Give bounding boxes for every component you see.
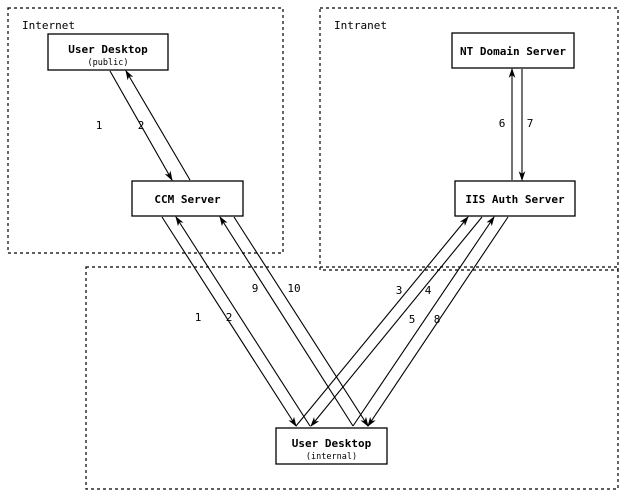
zone-internet-label: Internet xyxy=(22,19,75,32)
zone-intranet-boundary xyxy=(319,7,619,271)
edge-label-4: 4 xyxy=(425,284,432,297)
edge-5-internal-to-iis xyxy=(352,216,495,427)
edge-label-6: 6 xyxy=(499,117,506,130)
node-user-desktop-internal-box[interactable] xyxy=(275,427,388,465)
edge-4-iis-to-internal xyxy=(310,216,483,427)
edge-label-2-public: 2 xyxy=(138,119,145,132)
zone-group: Internet Intranet xyxy=(7,7,619,490)
zone-intranet-label: Intranet xyxy=(334,19,387,32)
node-user-desktop-public-sublabel: (public) xyxy=(88,58,129,68)
edge-label-9: 9 xyxy=(252,282,259,295)
node-ccm-server-label: CCM Server xyxy=(154,193,221,206)
edge-label-group: 1 2 6 7 9 10 1 2 3 4 5 8 xyxy=(96,117,534,326)
edge-3-internal-to-iis xyxy=(295,216,469,427)
edge-1-public-to-ccm xyxy=(109,70,173,181)
edge-label-3: 3 xyxy=(396,284,403,297)
edge-2-internal-to-ccm xyxy=(175,216,311,427)
node-user-desktop-public-label: User Desktop xyxy=(68,43,148,56)
edge-label-1-internal: 1 xyxy=(195,311,202,324)
edge-10-ccm-to-internal xyxy=(233,216,369,427)
node-iis-auth-server-box[interactable] xyxy=(454,180,576,217)
node-iis-auth-server[interactable]: IIS Auth Server xyxy=(454,180,576,217)
node-ccm-server-box[interactable] xyxy=(131,180,244,217)
edge-label-7: 7 xyxy=(527,117,534,130)
node-nt-domain-server[interactable]: NT Domain Server xyxy=(451,32,575,69)
edge-label-2-internal: 2 xyxy=(226,311,233,324)
node-user-desktop-public-box[interactable] xyxy=(47,33,169,71)
node-iis-auth-server-label: IIS Auth Server xyxy=(465,193,565,206)
node-user-desktop-internal[interactable]: User Desktop (internal) xyxy=(275,427,388,465)
edge-label-8: 8 xyxy=(434,313,441,326)
edge-group xyxy=(109,67,526,427)
node-nt-domain-server-label: NT Domain Server xyxy=(460,45,566,58)
edge-label-5: 5 xyxy=(409,313,416,326)
edge-label-1-public: 1 xyxy=(96,119,103,132)
edge-1-ccm-to-internal xyxy=(161,216,297,427)
edge-2-ccm-to-public xyxy=(125,70,191,181)
zone-internal-boundary xyxy=(85,266,619,490)
node-nt-domain-server-box[interactable] xyxy=(451,32,575,69)
node-group: User Desktop (public) CCM Server NT Doma… xyxy=(47,32,576,465)
edge-9-internal-to-ccm xyxy=(219,216,354,427)
node-user-desktop-internal-sublabel: (internal) xyxy=(306,452,357,462)
node-user-desktop-internal-label: User Desktop xyxy=(292,437,372,450)
edge-label-10: 10 xyxy=(287,282,300,295)
zone-internet-boundary xyxy=(7,7,284,254)
node-ccm-server[interactable]: CCM Server xyxy=(131,180,244,217)
edge-8-iis-to-internal xyxy=(367,216,509,427)
node-user-desktop-public[interactable]: User Desktop (public) xyxy=(47,33,169,71)
